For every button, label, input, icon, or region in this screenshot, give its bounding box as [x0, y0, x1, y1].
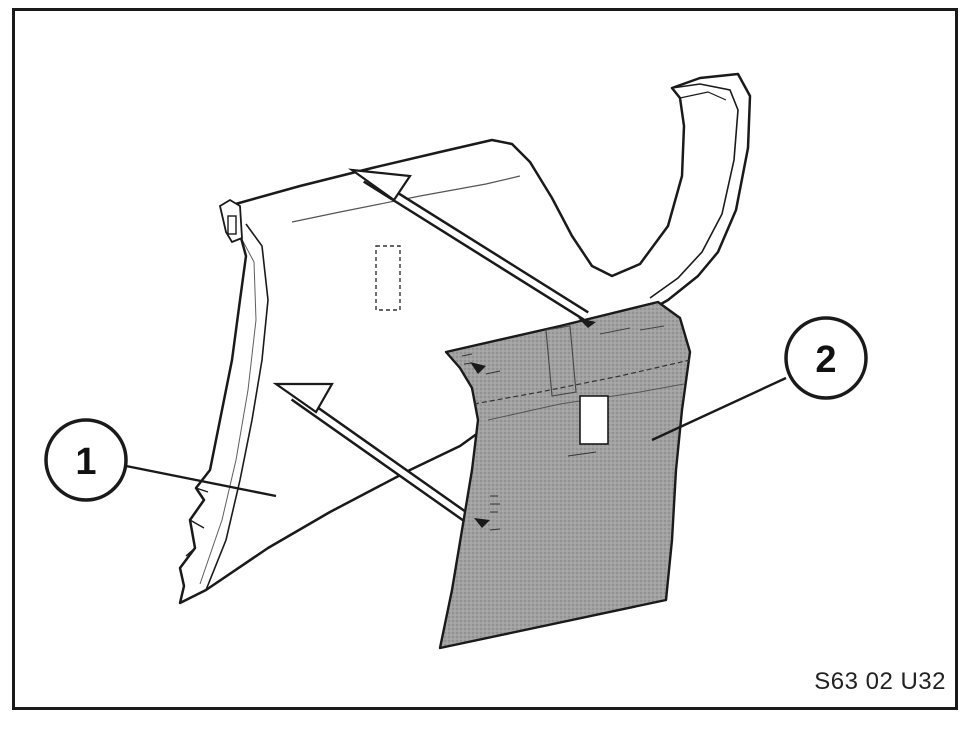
leader-lines	[125, 376, 787, 498]
callout-number-2: 2	[815, 339, 836, 381]
callout-circle-1	[44, 418, 128, 502]
callout-number-1: 1	[75, 441, 96, 483]
callout-2: 2	[784, 316, 868, 400]
figure-code: S63 02 U32	[814, 668, 946, 695]
leader-line-1	[125, 464, 277, 498]
callout-circle-2	[784, 316, 868, 400]
acoustic-insulation-pad	[438, 300, 692, 650]
callout-1: 1	[44, 418, 128, 502]
lower-dash-trim-panel	[178, 72, 752, 605]
fitting-arrows	[272, 168, 589, 525]
leader-line-2	[651, 376, 787, 442]
